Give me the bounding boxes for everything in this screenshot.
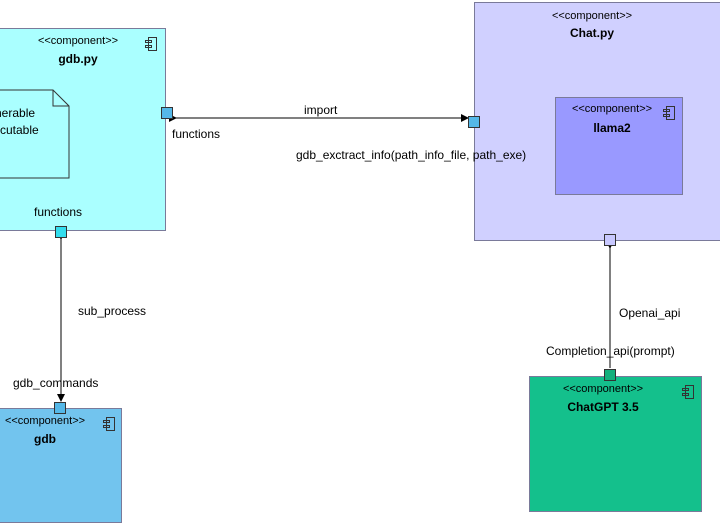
gdb-commands-label: gdb_commands (13, 376, 99, 390)
functions-label-right: functions (172, 127, 221, 141)
gdb-py-functions-port-bottom[interactable] (55, 226, 67, 238)
gdb-component[interactable]: <<component>> gdb (0, 408, 122, 523)
gdb-commands-port[interactable] (54, 402, 66, 414)
connectors (57, 114, 614, 402)
llama2-stereotype: <<component>> (571, 103, 653, 115)
llama2-component[interactable]: <<component>> llama2 (555, 97, 683, 195)
gdb-py-component[interactable]: <<component>> gdb.py nerable cutable (0, 28, 166, 231)
llama2-name: llama2 (593, 121, 631, 135)
gdb-py-stereotype: <<component>> (37, 35, 119, 47)
import-label: import (304, 103, 338, 117)
chat-py-stereotype: <<component>> (551, 10, 633, 22)
openai-api-label: Openai_api (619, 306, 681, 320)
chatgpt-completion-port[interactable] (604, 369, 616, 381)
gdb-py-functions-port-right[interactable] (161, 107, 173, 119)
note-line-2: cutable (0, 123, 39, 137)
chat-py-name: Chat.py (569, 26, 614, 40)
chatgpt-stereotype: <<component>> (562, 383, 644, 395)
gdb-stereotype: <<component>> (4, 415, 86, 427)
functions-label-bottom: functions (34, 205, 83, 219)
sub-process-label: sub_process (78, 304, 147, 318)
component-icon (145, 37, 157, 51)
gdb-extract-info-label: gdb_exctract_info(path_info_file, path_e… (296, 148, 527, 162)
component-icon (663, 106, 675, 120)
gdb-name: gdb (34, 432, 56, 446)
component-icon (682, 385, 694, 399)
chat-py-component[interactable]: <<component>> Chat.py <<component>> llam… (474, 2, 720, 241)
component-icon (103, 417, 115, 431)
chat-py-import-port[interactable] (468, 116, 480, 128)
note-line-1: nerable (0, 106, 36, 120)
vulnerable-executable-note[interactable]: nerable cutable (0, 89, 71, 179)
chat-py-openai-port[interactable] (604, 234, 616, 246)
chatgpt-name: ChatGPT 3.5 (567, 400, 639, 414)
completion-api-label: Completion_api(prompt) (546, 344, 675, 358)
chatgpt-component[interactable]: <<component>> ChatGPT 3.5 (529, 376, 702, 512)
note-shape (0, 89, 70, 179)
gdb-py-name: gdb.py (58, 52, 98, 66)
